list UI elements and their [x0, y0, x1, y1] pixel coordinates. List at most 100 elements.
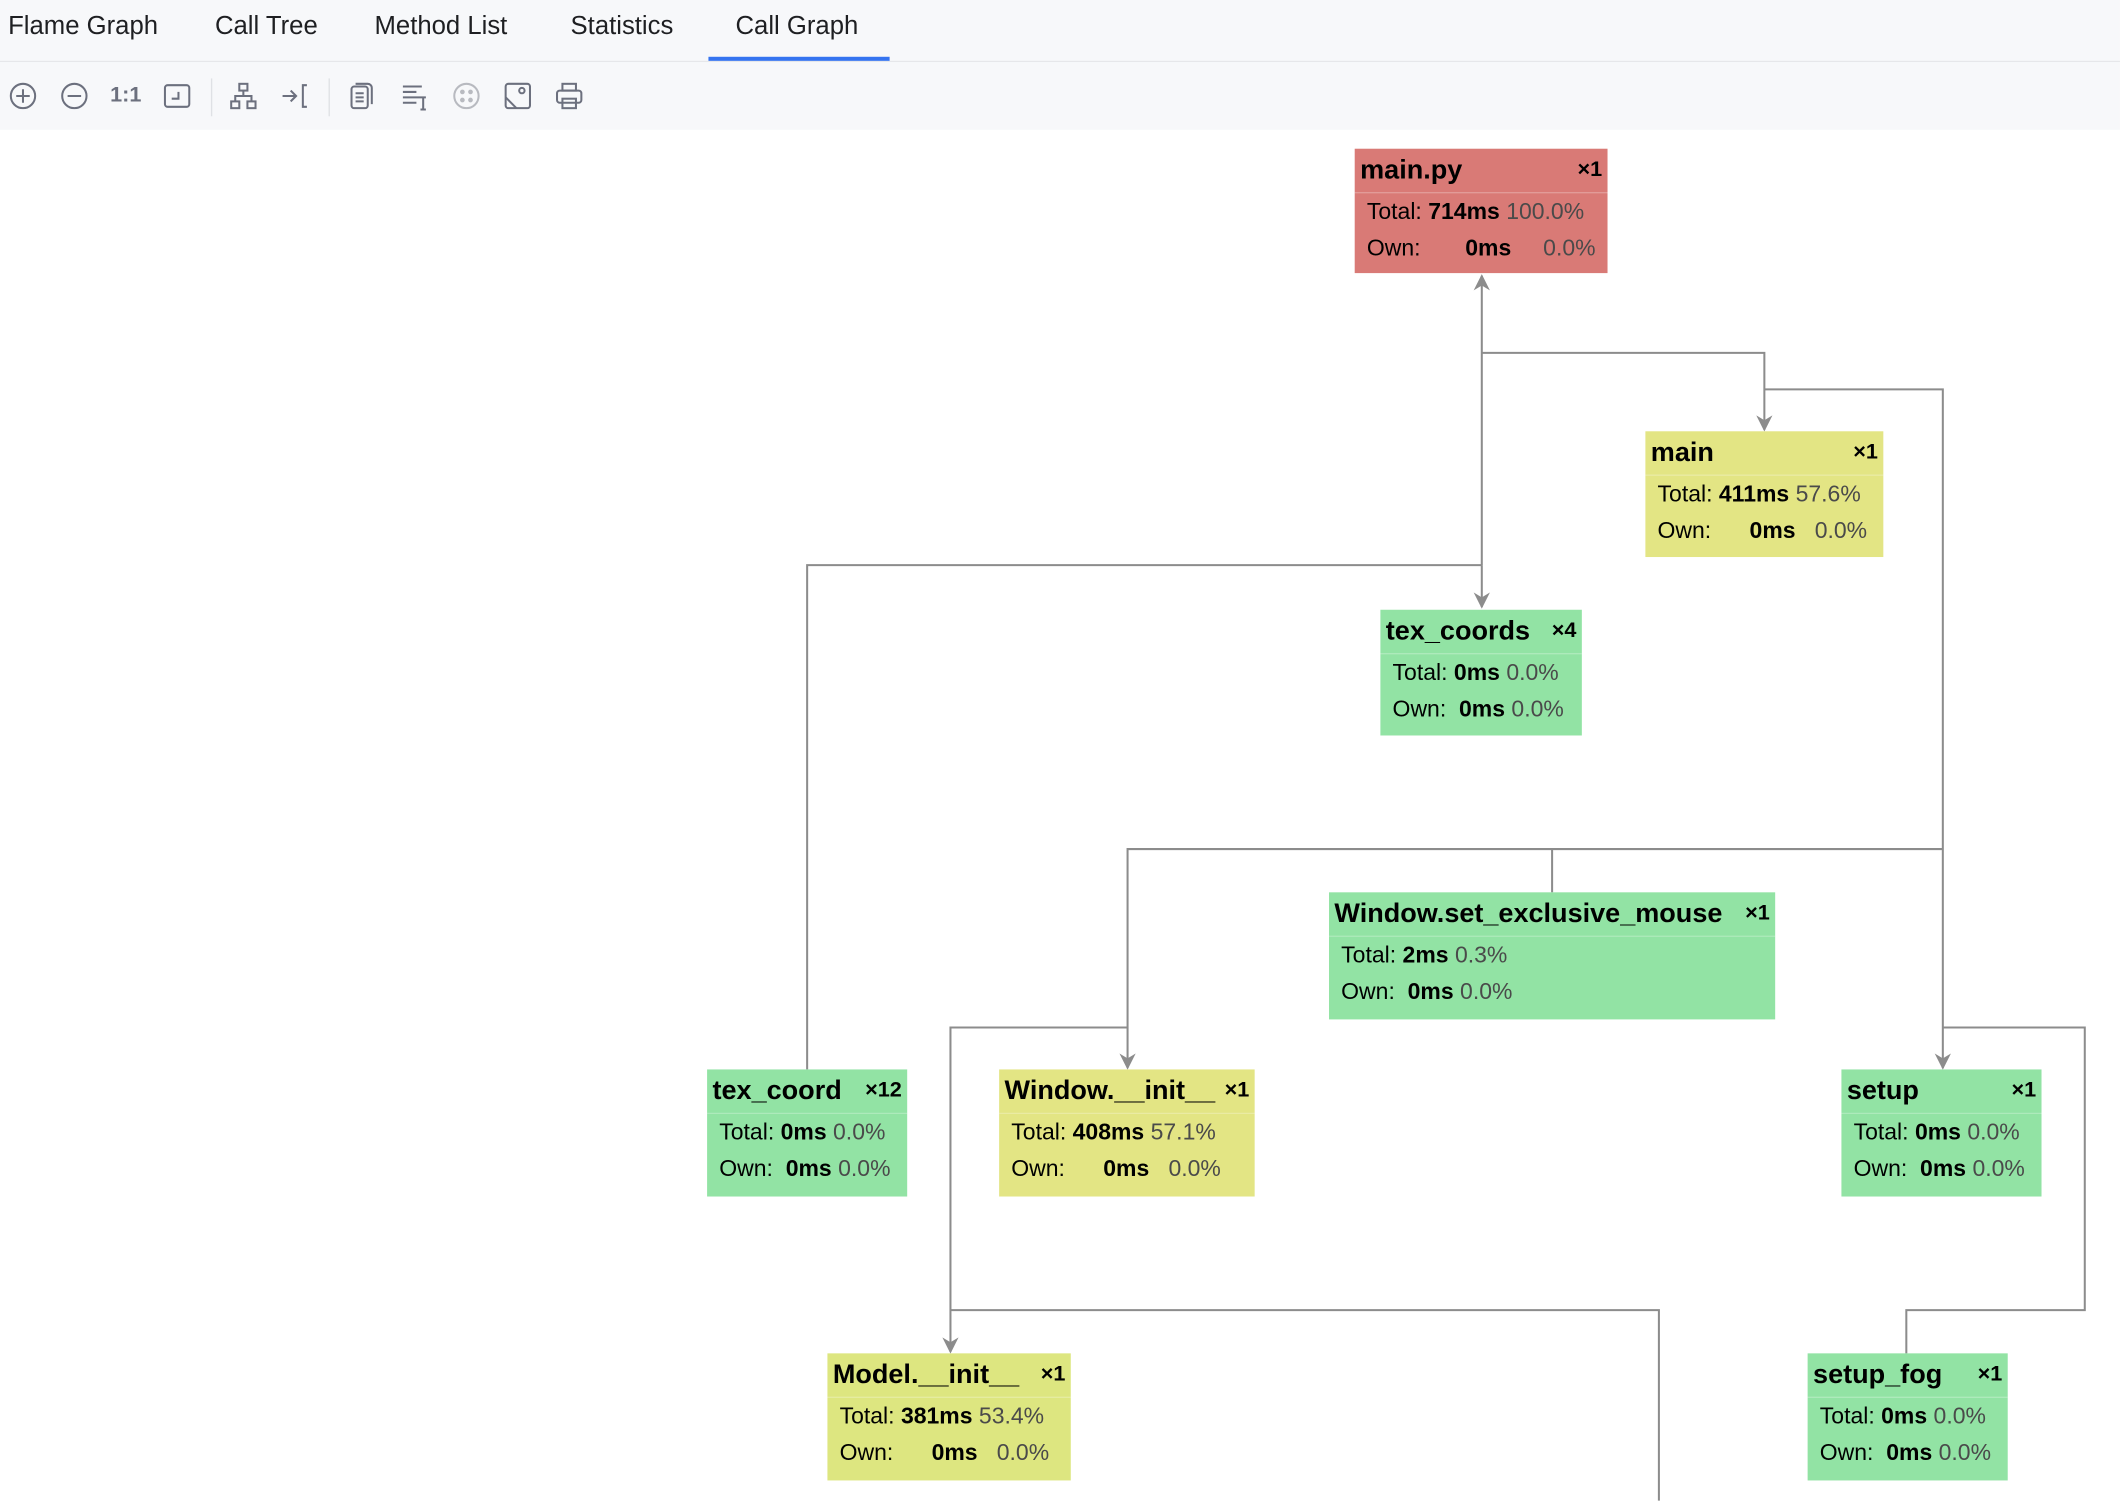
node-call-count: ×1: [1977, 1362, 2003, 1386]
tab-statistics[interactable]: Statistics: [570, 12, 674, 41]
total-label: Total:: [1657, 481, 1713, 507]
fit-content-icon[interactable]: [161, 80, 193, 112]
node-name: Window.set_exclusive_mouse: [1334, 898, 1723, 929]
own-time: 0ms: [1103, 1155, 1150, 1182]
node-name: main.py: [1360, 154, 1463, 185]
node-name: setup_fog: [1813, 1359, 1943, 1390]
node-main[interactable]: main ×1 Total: 411ms 57.6% Own: 0ms 0.0%: [1645, 431, 1884, 558]
node-call-count: ×1: [1853, 440, 1878, 464]
own-label: Own:: [1853, 1155, 1908, 1182]
toolbar-separator: [328, 78, 330, 117]
text-icon[interactable]: [399, 80, 431, 112]
node-call-count: ×4: [1551, 619, 1577, 643]
own-label: Own:: [839, 1439, 894, 1466]
zoom-in-icon[interactable]: [7, 80, 39, 112]
total-time: 408ms: [1072, 1119, 1145, 1146]
total-pct: 57.6%: [1795, 481, 1861, 507]
tab-method-list[interactable]: Method List: [374, 12, 508, 41]
tab-bar: Flame Graph Call Tree Method List Statis…: [0, 0, 2120, 63]
total-time: 0ms: [1881, 1403, 1928, 1430]
total-pct: 0.0%: [1506, 659, 1559, 686]
total-label: Total:: [1011, 1119, 1067, 1146]
total-label: Total:: [1366, 198, 1422, 225]
own-time: 0ms: [785, 1155, 832, 1182]
node-call-count: ×1: [1224, 1078, 1250, 1102]
edge-to-main: [1481, 351, 1773, 432]
total-time: 0ms: [1453, 659, 1500, 686]
node-name: Window.__init__: [1004, 1075, 1216, 1106]
print-icon[interactable]: [553, 80, 585, 112]
total-time: 2ms: [1402, 942, 1449, 969]
node-model-init[interactable]: Model.__init__×1 Total: 381ms 53.4% Own:…: [827, 1353, 1071, 1481]
total-pct: 57.1%: [1150, 1119, 1216, 1146]
total-label: Total:: [719, 1119, 775, 1146]
tab-flame-graph[interactable]: Flame Graph: [8, 12, 159, 41]
own-time: 0ms: [1458, 696, 1506, 722]
edge-to-model-init: [942, 1026, 1128, 1354]
total-label: Total:: [1392, 659, 1448, 686]
own-time: 0ms: [1749, 517, 1796, 544]
total-time: 714ms: [1428, 198, 1500, 225]
node-name: main: [1650, 437, 1714, 468]
total-pct: 100.0%: [1506, 198, 1585, 225]
total-label: Total:: [1819, 1403, 1875, 1430]
own-time: 0ms: [1886, 1439, 1933, 1466]
node-name: tex_coords: [1385, 615, 1531, 646]
total-label: Total:: [1341, 942, 1397, 969]
tab-call-graph[interactable]: Call Graph: [708, 0, 890, 61]
own-label: Own:: [719, 1155, 773, 1182]
own-time: 0ms: [1465, 235, 1512, 261]
actual-size-button[interactable]: 1:1: [110, 83, 142, 107]
navigate-icon[interactable]: [279, 80, 311, 112]
total-pct: 0.0%: [1967, 1119, 2020, 1146]
own-label: Own:: [1011, 1155, 1065, 1182]
dots-icon[interactable]: [450, 80, 482, 112]
node-main-py[interactable]: main.py×1 Total: 714ms 100.0% Own: 0ms 0…: [1354, 148, 1608, 274]
own-pct: 0.0%: [1168, 1155, 1221, 1182]
edge-to-window-init: [1119, 848, 1943, 1070]
total-label: Total:: [1853, 1119, 1909, 1146]
own-label: Own:: [1657, 517, 1712, 544]
own-label: Own:: [1341, 978, 1395, 1005]
node-window-init[interactable]: Window.__init__ ×1 Total: 408ms 57.1% Own…: [999, 1069, 1255, 1197]
total-pct: 0.0%: [1933, 1403, 1986, 1430]
own-pct: 0.0%: [1938, 1439, 1992, 1466]
own-time: 0ms: [931, 1439, 978, 1466]
own-pct: 0.0%: [838, 1155, 891, 1182]
tab-call-tree[interactable]: Call Tree: [214, 12, 318, 41]
edge-to-setup-fog: [1905, 1026, 2086, 1354]
node-setup-fog[interactable]: setup_fog ×1 Total: 0ms 0.0% Own: 0ms 0.0…: [1807, 1353, 2008, 1481]
edge-main-branch: [1764, 388, 1951, 1070]
zoom-out-icon[interactable]: [58, 80, 90, 112]
node-name: Model.__init__: [832, 1359, 1020, 1390]
copy-icon[interactable]: [345, 80, 377, 112]
export-image-icon[interactable]: [502, 80, 534, 112]
own-label: Own:: [1819, 1439, 1874, 1466]
edge-model-offscreen: [950, 1309, 1660, 1501]
own-pct: 0.0%: [1814, 517, 1868, 544]
own-time: 0ms: [1920, 1155, 1967, 1182]
total-time: 411ms: [1718, 481, 1790, 507]
node-name: tex_coord: [712, 1075, 842, 1106]
total-time: 0ms: [780, 1119, 827, 1146]
total-label: Total:: [839, 1403, 895, 1430]
node-setup[interactable]: setup×1 Total: 0ms 0.0% Own: 0ms 0.0%: [1841, 1069, 2042, 1197]
node-window-set-exclusive-mouse[interactable]: Window.set_exclusive_mouse×1 Total: 2ms …: [1329, 892, 1776, 1020]
total-pct: 0.0%: [833, 1119, 886, 1146]
layout-icon[interactable]: [227, 80, 259, 112]
own-pct: 0.0%: [1543, 235, 1596, 261]
total-pct: 53.4%: [978, 1403, 1045, 1430]
own-label: Own:: [1392, 696, 1447, 722]
node-call-count: ×1: [2011, 1078, 2037, 1102]
own-time: 0ms: [1407, 978, 1454, 1005]
node-call-count: ×12: [865, 1078, 902, 1102]
own-pct: 0.0%: [996, 1439, 1050, 1466]
node-tex-coord[interactable]: tex_coord ×12 Total: 0ms 0.0% Own: 0ms 0.…: [707, 1069, 908, 1197]
node-tex-coords[interactable]: tex_coords ×4 Total: 0ms 0.0% Own: 0ms 0.…: [1380, 609, 1582, 736]
own-pct: 0.0%: [1511, 696, 1564, 722]
own-label: Own:: [1366, 235, 1421, 261]
toolbar: 1:1: [0, 62, 2120, 130]
total-time: 0ms: [1914, 1119, 1961, 1146]
